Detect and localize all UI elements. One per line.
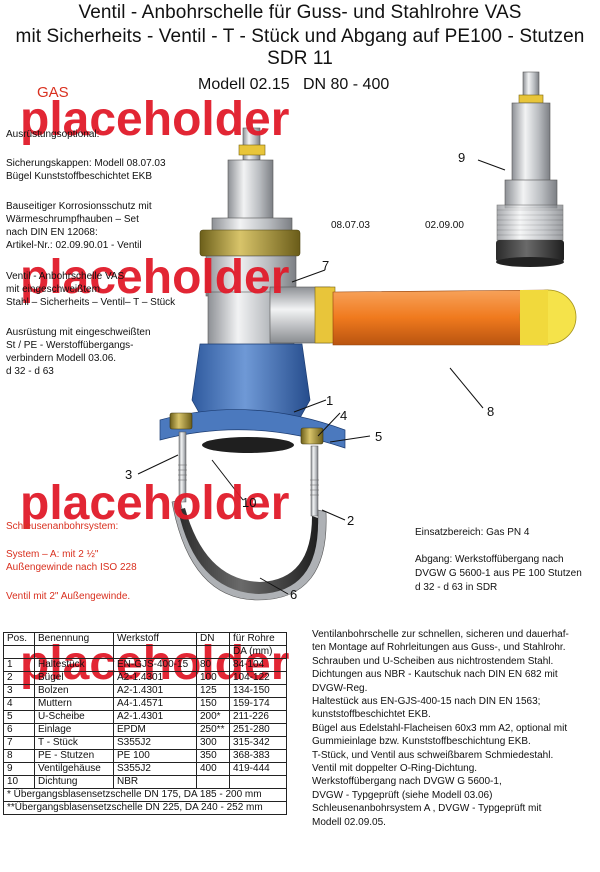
spare-valve-graphic	[477, 71, 564, 267]
gas-label: GAS	[37, 84, 69, 101]
corrosion-line4: Artikel-Nr.: 02.09.90.01 - Ventil	[6, 240, 142, 251]
description-line: Schrauben und U-Scheiben aus nichtrosten…	[312, 655, 554, 667]
dn-range: DN 80 - 400	[302, 76, 390, 93]
equipment-line2: St / PE - Werstoffübergangs-	[6, 340, 134, 351]
valve-saddle-line2: mit eingeschweißtem	[6, 284, 100, 295]
table-footnote-row: * Übergangsblasensetzschelle DN 175, DA …	[3, 788, 287, 802]
table-header-row: Pos. Benennung Werkstoff DN für Rohre	[3, 632, 287, 646]
tapping-system-label: Schleusenanbohrsystem:	[6, 521, 119, 532]
parts-table-wrapper: Pos. Benennung Werkstoff DN für Rohre DA…	[3, 632, 287, 815]
callout-4: 4	[340, 408, 348, 423]
model-label: Modell 02.15 DN 80 - 400	[198, 76, 389, 94]
header-name: Benennung	[34, 632, 114, 646]
description-line: Schleusenanbohrsystem A , DVGW - Typgepr…	[312, 803, 542, 815]
placeholder-overlay-3: placeholder	[20, 477, 290, 530]
description-line: Werkstoffübergang nach DVGW G 5600-1,	[312, 776, 502, 788]
callout-8: 8	[487, 404, 495, 419]
description-line: DVGW-Reg.	[312, 682, 368, 694]
description-line: Haltestück aus EN-GJS-400-15 nach DIN EN…	[312, 696, 541, 708]
description-line: kunststoffbeschichtet EKB.	[312, 709, 431, 721]
valve-saddle-line3: Stahl – Sicherheits – Ventil– T – Stück	[6, 297, 176, 308]
placeholder-overlay-1: placeholder	[20, 93, 290, 146]
header-pipe-unit: DA (mm)	[229, 645, 287, 659]
description-line: T-Stück, und Ventil aus schweißbarem Sch…	[312, 749, 554, 761]
description-line: ten Montage auf Rohrleitungen aus Guss-,…	[312, 642, 566, 654]
model-number: Modell 02.15	[198, 76, 290, 93]
main-valve-graphic	[137, 127, 577, 601]
corrosion-line1: Bauseitiger Korrosionsschutz mit	[6, 201, 152, 212]
application-range: Einsatzbereich: Gas PN 4	[415, 527, 530, 538]
description-line: DVGW - Typgeprüft (siehe Modell 03.06)	[312, 789, 493, 801]
description-line: Bügel aus Edelstahl-Flacheisen 60x3 mm A…	[312, 722, 568, 734]
page-title: Ventil - Anbohrschelle für Guss- und Sta…	[78, 2, 522, 23]
outlet-line1: Abgang: Werkstoffübergang nach	[415, 554, 564, 565]
system-a-line2: Außengewinde nach ISO 228	[6, 562, 137, 573]
equipment-line3: verbindern Modell 03.06.	[6, 353, 117, 364]
callout-1: 1	[326, 393, 334, 408]
description-line: Modell 02.09.05.	[312, 816, 386, 828]
description-line: Dichtungen aus NBR - Kautschuk nach DIN …	[312, 669, 558, 681]
header-material: Werkstoff	[113, 632, 197, 646]
callout-10: 10	[242, 495, 257, 510]
header-dn: DN	[196, 632, 230, 646]
description-line: Gummieinlage bzw. Kunststoffbeschichtung…	[312, 736, 531, 748]
valve-saddle-line1: Ventil - Anbohrschelle VAS	[6, 271, 125, 282]
footnote-dn175: * Übergangsblasensetzschelle DN 175, DA …	[3, 788, 287, 802]
table-footnote-row: **Übergangsblasensetzschelle DN 225, DA …	[3, 801, 287, 815]
callout-3: 3	[125, 467, 133, 482]
callout-5: 5	[375, 429, 383, 444]
description-line: Ventil mit doppelter O-Ring-Dichtung.	[312, 763, 478, 775]
safety-caps-line2: Bügel Kunststoffbeschichtet EKB	[6, 171, 153, 182]
callout-6: 6	[290, 587, 298, 602]
callout-2: 2	[347, 513, 355, 528]
equipment-line4: d 32 - d 63	[6, 366, 54, 377]
equipment-line1: Ausrüstung mit eingeschweißten	[6, 327, 151, 338]
product-description: Ventilanbohrschelle zur schnellen, siche…	[312, 628, 569, 829]
safety-caps-line1: Sicherungskappen: Modell 08.07.03	[6, 158, 166, 169]
page-subtitle: mit Sicherheits - Ventil - T - Stück und…	[15, 26, 585, 69]
table-subheader-row: DA (mm)	[3, 645, 287, 659]
valve-thread-note: Ventil mit 2" Außengewinde.	[6, 591, 131, 602]
corrosion-line3: nach DIN EN 12068:	[6, 227, 98, 238]
code-shrink-set: 02.09.00	[425, 220, 464, 231]
outlet-line3: d 32 - d 63 in SDR	[415, 582, 498, 593]
callout-7: 7	[322, 258, 330, 273]
corrosion-line2: Wärmeschrumpfhauben – Set	[6, 214, 139, 225]
header-pipe: für Rohre	[229, 632, 287, 646]
callout-9: 9	[458, 150, 466, 165]
description-line: Ventilanbohrschelle zur schnellen, siche…	[312, 629, 569, 640]
placeholder-overlay-2: placeholder	[20, 251, 290, 304]
equipment-optional: Ausrüstungsoptional:	[6, 129, 100, 140]
parts-table: Pos. Benennung Werkstoff DN für Rohre DA…	[3, 632, 287, 815]
system-a-line1: System – A: mit 2 ½"	[6, 549, 99, 560]
footnote-dn225: **Übergangsblasensetzschelle DN 225, DA …	[3, 801, 287, 815]
code-caps: 08.07.03	[331, 220, 370, 231]
header-pos: Pos.	[3, 632, 35, 646]
outlet-line2: DVGW G 5600-1 aus PE 100 Stutzen	[415, 568, 582, 579]
